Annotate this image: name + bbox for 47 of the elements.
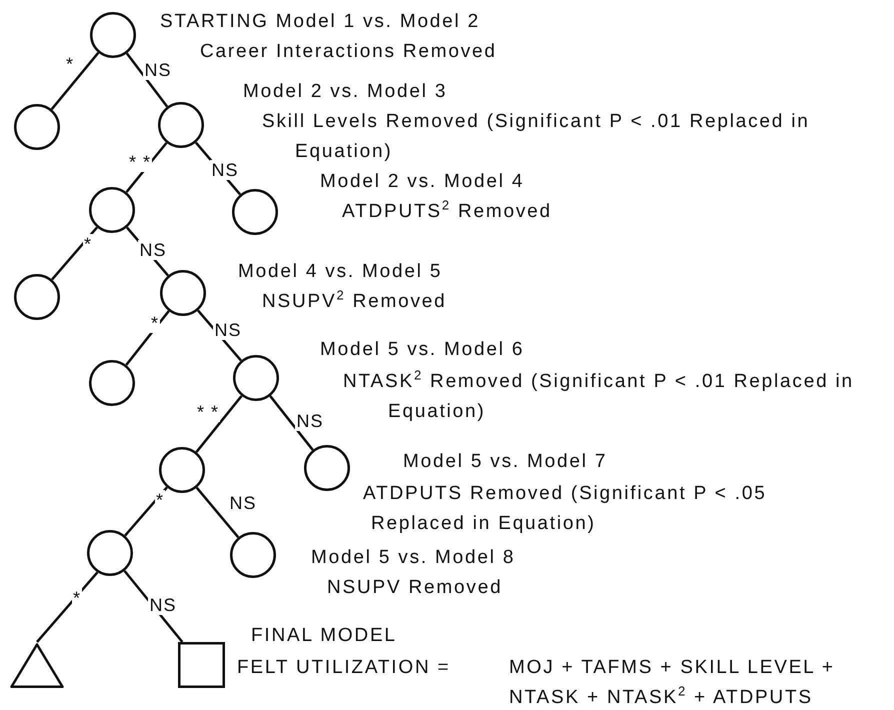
model-comparison-text: NSUPV$^{2}$ Removed <box>262 287 448 314</box>
decision-node <box>158 102 204 148</box>
model-comparison-text: Model 5 vs. Model 6 <box>320 338 526 362</box>
connector-line <box>125 310 170 366</box>
significance-label: NS <box>213 320 242 340</box>
model-comparison-text: NTASK$^{2}$ Removed (Significant P < .01 Replaced in Equation) <box>343 367 855 424</box>
outcome-triangle <box>9 642 65 688</box>
model-comparison-text: FINAL MODEL <box>251 624 398 648</box>
model-comparison-text: Model 2 vs. Model 3 <box>243 80 448 104</box>
decision-node <box>232 189 278 235</box>
model-comparison-text: Career Interactions Removed <box>200 40 498 64</box>
model-comparison-text: ATDPUTS$^{2}$ Removed <box>342 197 553 224</box>
connector-line <box>126 52 168 108</box>
model-comparison-text: Model 5 vs. Model 7 <box>403 450 608 474</box>
significance-label: NS <box>138 240 168 260</box>
model-comparison-text: STARTING Model 1 vs. Model 2 <box>160 10 482 34</box>
connector-line <box>36 571 98 643</box>
model-comparison-text: Skill Levels Removed (Significant P < .01 Replaced in Equation) <box>262 110 811 164</box>
decision-node <box>89 187 135 233</box>
model-comparison-text: FELT UTILIZATION = <box>237 656 452 680</box>
decision-node <box>159 447 205 493</box>
significance-label: NS <box>210 160 240 180</box>
significance-label: NS <box>148 595 178 615</box>
decision-node <box>14 274 60 320</box>
model-comparison-text: Model 2 vs. Model 4 <box>320 170 526 194</box>
connector-line <box>269 395 314 451</box>
connector-line <box>196 486 240 538</box>
decision-node <box>160 270 206 316</box>
decision-node <box>14 104 60 150</box>
decision-node <box>233 355 279 401</box>
connector-line <box>124 486 168 536</box>
significance-label: NS <box>143 60 172 80</box>
decision-node <box>87 530 133 576</box>
decision-node <box>230 532 276 578</box>
model-comparison-text: NSUPV Removed <box>327 576 504 600</box>
decision-node <box>89 360 135 406</box>
model-comparison-text: Model 4 vs. Model 5 <box>238 260 444 284</box>
final-model-square <box>178 642 224 688</box>
decision-node <box>90 12 136 58</box>
model-comparison-text: ATDPUTS Removed (Significant P < .05 Replaced in Equation) <box>363 482 768 536</box>
equation-text: MOJ + TAFMS + SKILL LEVEL + NTASK + NTASK$^{2}$ + ATDPUTS <box>509 656 836 710</box>
connector-line <box>50 52 100 110</box>
connector-line <box>195 395 243 453</box>
model-comparison-text: Model 5 vs. Model 8 <box>311 546 516 570</box>
decision-node <box>304 445 350 491</box>
significance-label: NS <box>295 411 324 431</box>
connector-line <box>51 226 98 280</box>
